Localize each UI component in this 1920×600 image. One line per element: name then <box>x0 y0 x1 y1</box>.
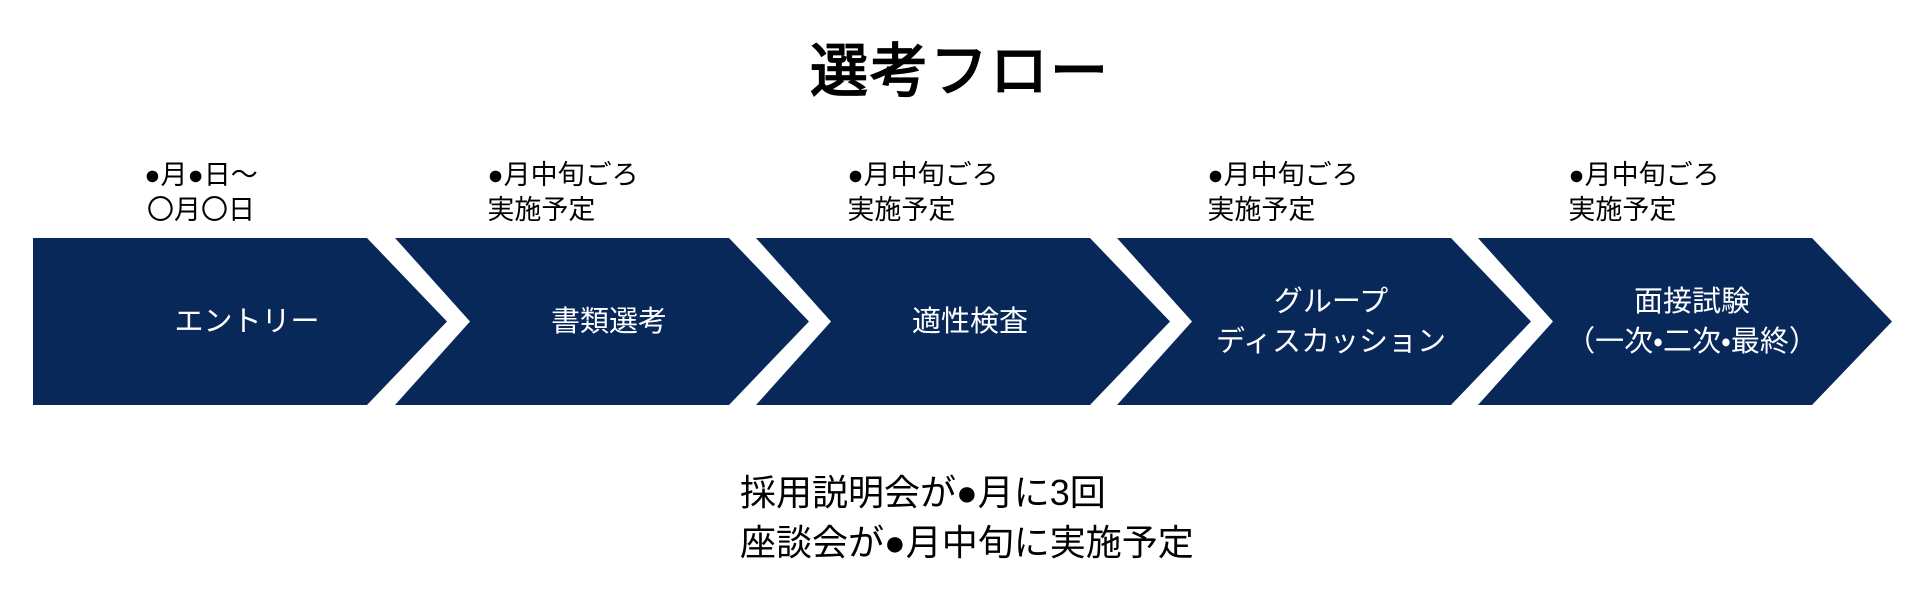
step-label-line-1: 適性検査 <box>911 305 1028 338</box>
step-label-line-1: 面接試験 <box>1633 285 1750 318</box>
step-arrow: 適性検査 <box>756 238 1170 405</box>
footnote-line-1: 採用説明会が●月に3回 <box>740 472 1106 513</box>
schedule-line-1: ●月中旬ごろ <box>487 160 639 190</box>
step-schedule: ●月中旬ごろ 実施予定 <box>1207 158 1358 228</box>
schedule-line-1: ●月中旬ごろ <box>1568 160 1720 190</box>
step-label-line-1: 書類選考 <box>550 305 667 338</box>
step-arrow: グループ ディスカッション <box>1117 238 1531 405</box>
step-schedule: ●月中旬ごろ 実施予定 <box>487 158 638 228</box>
step-label-line-2: （一次・二次・最終） <box>1566 325 1818 358</box>
footnote-line-2: 座談会が●月中旬に実施予定 <box>740 522 1194 563</box>
step-arrow: 書類選考 <box>395 238 809 405</box>
schedule-line-2: 〇月〇日 <box>147 195 255 225</box>
schedule-line-2: 実施予定 <box>1568 195 1677 225</box>
schedule-line-1: ●月●日〜 <box>144 160 258 190</box>
step-schedule: ●月中旬ごろ 実施予定 <box>847 158 998 228</box>
step-label-line-1: エントリー <box>174 305 320 338</box>
step-label: 書類選考 <box>395 238 809 405</box>
footnote: 採用説明会が●月に3回 座談会が●月中旬に実施予定 <box>740 468 1194 568</box>
step-label-line-1: グループ <box>1273 285 1389 318</box>
step-schedule: ●月中旬ごろ 実施予定 <box>1568 158 1719 228</box>
step-label: エントリー <box>33 238 447 405</box>
page-title: 選考フロー <box>809 39 1110 104</box>
step-label: 適性検査 <box>756 238 1170 405</box>
schedule-line-1: ●月中旬ごろ <box>1207 160 1359 190</box>
schedule-line-1: ●月中旬ごろ <box>847 160 999 190</box>
step-label: 面接試験 （一次・二次・最終） <box>1478 238 1892 405</box>
step-label-line-2: ディスカッション <box>1216 325 1446 358</box>
step-schedule: ●月●日〜 〇月〇日 <box>144 158 258 228</box>
schedule-line-2: 実施予定 <box>1207 195 1316 225</box>
step-arrow: エントリー <box>33 238 447 405</box>
step-arrow: 面接試験 （一次・二次・最終） <box>1478 238 1892 405</box>
schedule-line-2: 実施予定 <box>487 195 596 225</box>
schedule-line-2: 実施予定 <box>847 195 956 225</box>
step-label: グループ ディスカッション <box>1117 238 1531 405</box>
